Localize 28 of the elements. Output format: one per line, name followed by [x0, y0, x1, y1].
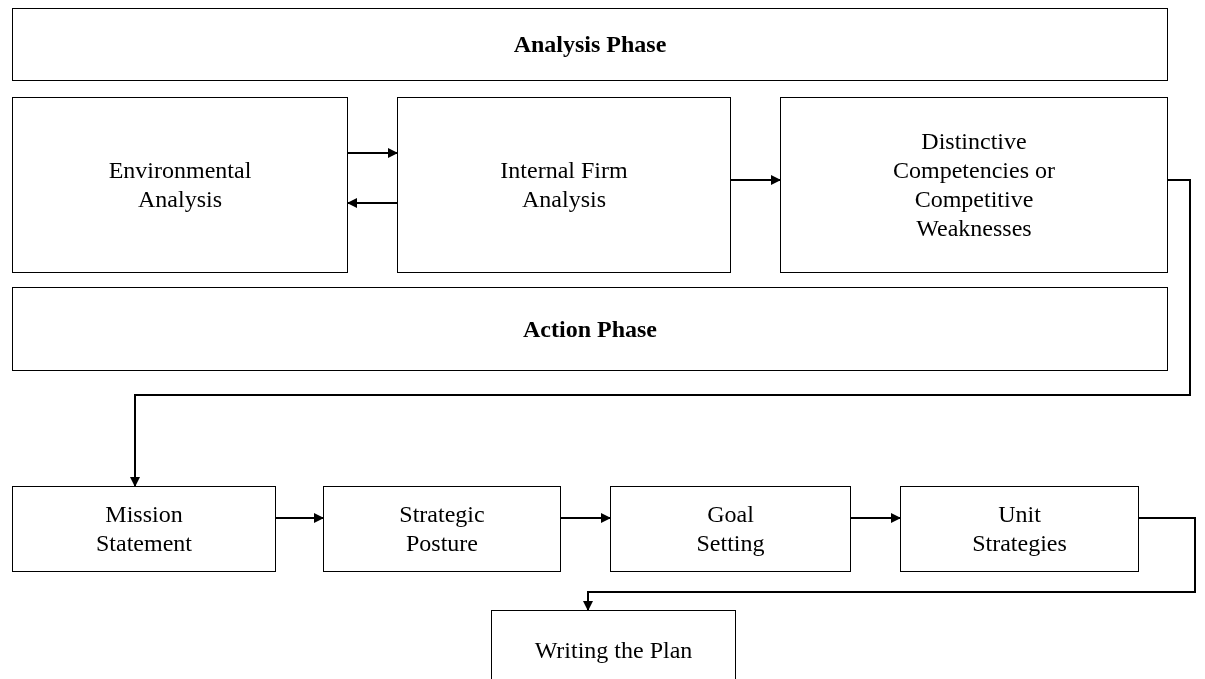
arrow	[130, 179, 1191, 487]
process-box	[397, 97, 731, 273]
process-box	[900, 486, 1139, 572]
arrow	[850, 513, 901, 523]
process-box	[610, 486, 851, 572]
phase-box	[12, 287, 1168, 371]
step-label: Environmental Analysis	[107, 156, 253, 214]
arrow	[347, 148, 398, 158]
step-label: Mission Statement	[95, 500, 193, 558]
process-box	[323, 486, 561, 572]
step-label: Distinctive Competencies or Competitive Weaknesses	[892, 127, 1056, 243]
step-label: Unit Strategies	[971, 500, 1068, 558]
process-box	[12, 97, 348, 273]
phase-title: Action Phase	[523, 314, 657, 344]
process-box	[491, 610, 736, 679]
arrow	[583, 517, 1196, 611]
step-label: Writing the Plan	[534, 635, 693, 665]
step-label: Goal Setting	[695, 500, 766, 558]
arrow	[275, 513, 324, 523]
step-label: Internal Firm Analysis	[499, 156, 629, 214]
arrow	[730, 175, 781, 185]
process-box	[780, 97, 1168, 273]
phase-title: Analysis Phase	[513, 30, 667, 59]
arrow	[560, 513, 611, 523]
step-label: Strategic Posture	[398, 500, 486, 558]
arrow	[347, 198, 398, 208]
phase-box	[12, 8, 1168, 81]
process-box	[12, 486, 276, 572]
